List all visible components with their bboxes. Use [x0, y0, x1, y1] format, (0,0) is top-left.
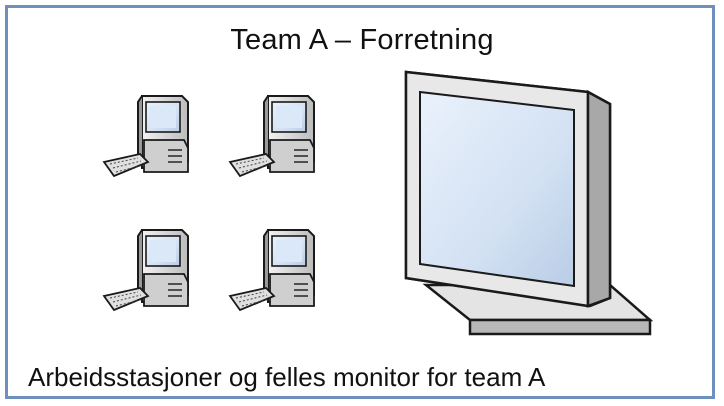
- workstation-icon: [229, 95, 315, 177]
- workstation-icon: [229, 229, 315, 311]
- diagram-title: Team A – Forretning: [230, 24, 494, 56]
- monitor-icon: [404, 70, 654, 336]
- diagram-caption: Arbeidsstasjoner og felles monitor for t…: [28, 362, 546, 392]
- workstation-icon: [103, 95, 189, 177]
- workstation-icon: [103, 229, 189, 311]
